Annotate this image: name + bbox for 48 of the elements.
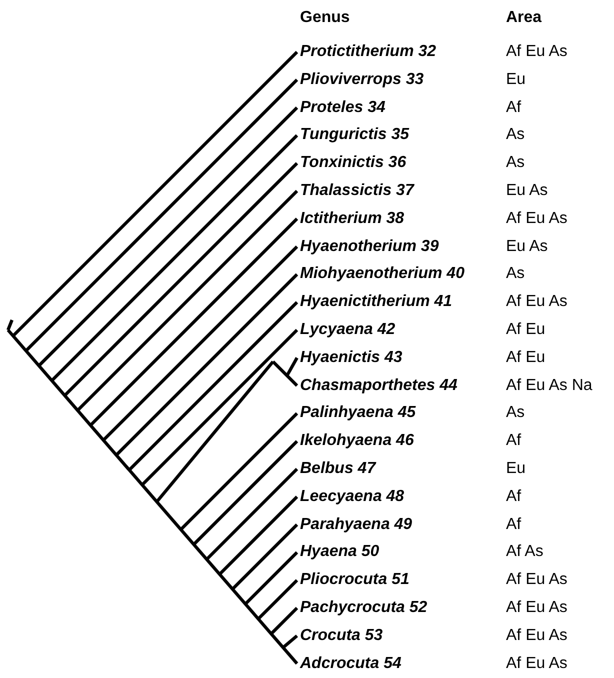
area-code: Af Eu As (506, 598, 568, 618)
genus-name: Proteles 34 (300, 98, 386, 118)
genus-name: Crocuta 53 (300, 626, 383, 646)
area-code: Eu As (506, 236, 548, 257)
genus-name: Adcrocuta 54 (300, 654, 402, 674)
genus-name: Hyaenotherium 39 (300, 236, 439, 257)
area-code: Af Eu As (506, 208, 568, 229)
genus-name: Leecyaena 48 (300, 486, 404, 507)
area-code: Af Eu As (506, 654, 568, 674)
area-code: Af Eu (506, 320, 546, 340)
genus-name: Belbus 47 (300, 459, 376, 479)
genus-name: Protictitherium 32 (300, 42, 436, 62)
genus-name: Ictitherium 38 (300, 208, 404, 229)
area-code: As (506, 403, 525, 424)
area-code: Eu (506, 70, 526, 90)
area-code: Af (506, 431, 522, 452)
genus-name: Plioviverrops 33 (300, 70, 424, 90)
area-code: Af Eu As (506, 626, 568, 646)
area-code: As (506, 125, 525, 146)
genus-name: Palinhyaena 45 (300, 403, 416, 424)
genus-name: Miohyaenotherium 40 (300, 264, 464, 284)
column-heading: Genus (300, 8, 350, 28)
genus-name: Thalassictis 37 (300, 181, 414, 201)
genus-name: Hyaenictis 43 (300, 348, 402, 368)
column-heading: Area (506, 8, 542, 28)
genus-name: Tonxinictis 36 (300, 153, 406, 174)
genus-name: Lycyaena 42 (300, 320, 396, 340)
area-code: Eu As (506, 181, 548, 201)
area-code: Af Eu As Na (506, 376, 592, 396)
genus-name: Tungurictis 35 (300, 125, 410, 146)
area-code: Eu (506, 459, 526, 479)
genus-name: Hyaena 50 (300, 542, 380, 562)
genus-name: Chasmaporthetes 44 (300, 376, 458, 396)
area-code: As (506, 153, 525, 174)
genus-name: Parahyaena 49 (300, 514, 412, 535)
area-code: Af As (506, 542, 544, 562)
area-code: Af (506, 486, 522, 507)
genus-name: Pachycrocuta 52 (300, 598, 428, 618)
area-code: Af Eu As (506, 292, 568, 312)
area-code: As (506, 264, 525, 284)
genus-name: Hyaenictitherium 41 (300, 292, 452, 312)
area-code: Af (506, 514, 522, 535)
area-code: Af Eu As (506, 570, 568, 590)
genus-name: Ikelohyaena 46 (300, 431, 414, 452)
area-code: Af Eu As (506, 42, 568, 62)
genus-name: Pliocrocuta 51 (300, 570, 410, 590)
area-code: Af Eu (506, 348, 546, 368)
area-code: Af (506, 98, 522, 118)
